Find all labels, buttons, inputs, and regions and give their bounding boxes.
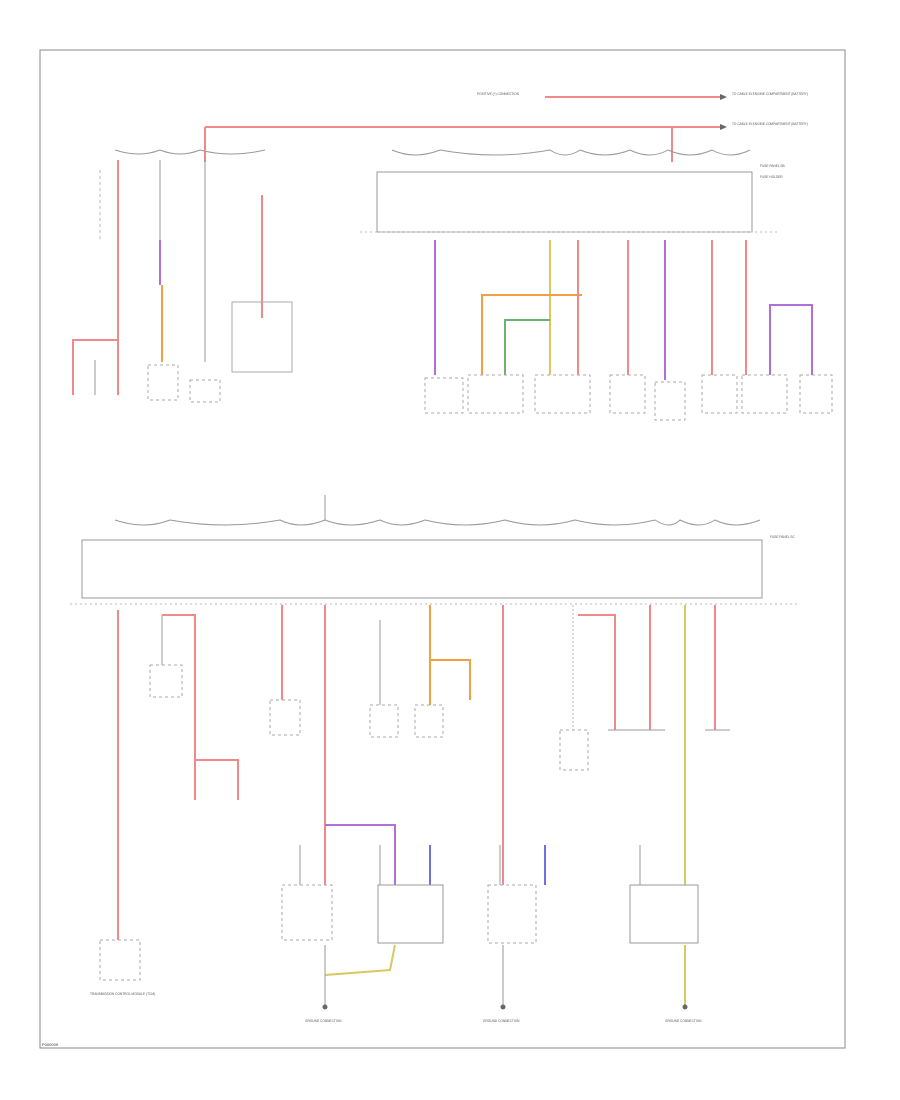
ground-label-3: GROUND CONNECTION: [665, 1019, 702, 1023]
tcm-label: TRANSMISSION CONTROL MODULE (TCM): [90, 992, 155, 996]
relay-group: [281, 845, 699, 944]
tcm-connector: TRANSMISSION CONTROL MODULE (TCM): [90, 939, 155, 996]
lower-fuse-panel-label: FUSE PANEL SC: [770, 535, 795, 539]
upper-fuse-panel: FUSE PANEL SB FUSE HOLDER: [360, 149, 833, 421]
lower-fuse-panel: FUSE PANEL SC: [70, 495, 800, 940]
top-right-label-2: TO CABLE IN ENGINE COMPARTMENT (BATTERY): [732, 122, 808, 126]
top-right-label-1: TO CABLE IN ENGINE COMPARTMENT (BATTERY): [732, 92, 808, 96]
fuse-holder-label: FUSE HOLDER: [760, 175, 783, 179]
ground-label-1: GROUND CONNECTION: [305, 1019, 342, 1023]
diagram-frame: [39, 49, 846, 1049]
frame-id: P000009: [42, 1042, 59, 1047]
ground-connections: GROUND CONNECTION GROUND CONNECTION GROU…: [305, 944, 702, 1023]
top-left-source-label: POSITIVE (+) CONNECTION: [477, 92, 520, 96]
battery-feed: TO CABLE IN ENGINE COMPARTMENT (BATTERY)…: [204, 92, 808, 162]
upper-left-fuse-group: [72, 149, 293, 403]
ground-label-2: GROUND CONNECTION: [483, 1019, 520, 1023]
upper-fuse-panel-label: FUSE PANEL SB: [760, 164, 785, 168]
